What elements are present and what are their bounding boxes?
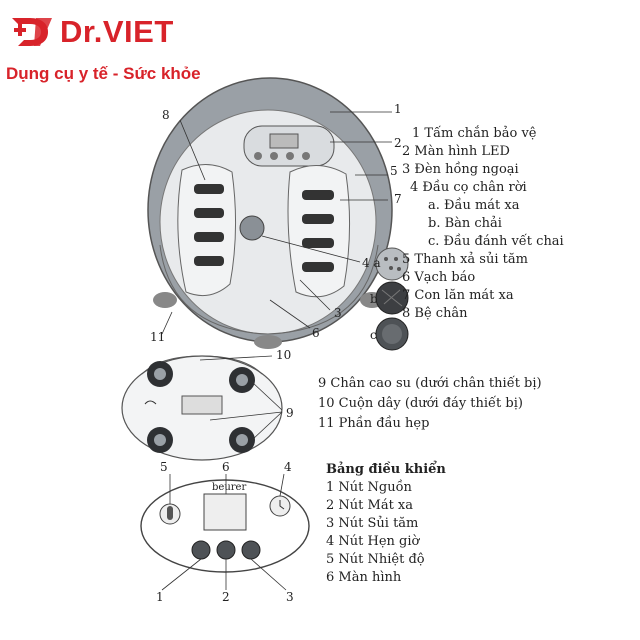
callout-4a: 4 a: [362, 256, 381, 270]
label-rubber-feet: 9 Chân cao su (dưới chân thiết bị): [318, 376, 542, 391]
drviet-logo-icon: [12, 18, 52, 46]
label-cord-wrap: 10 Cuộn dây (dưới đáy thiết bị): [318, 396, 523, 411]
callout-c: c: [370, 328, 377, 342]
control-panel-drawing: [140, 473, 310, 591]
callout-1: 1: [394, 102, 402, 116]
panel-callout-2: 2: [222, 590, 230, 604]
panel-callout-5: 5: [160, 460, 168, 474]
label-infrared-light: 3 Đèn hồng ngoại: [402, 162, 519, 177]
label-detachable-heads: 4 Đầu cọ chân rời: [410, 180, 527, 195]
label-narrow-end: 11 Phần đầu hẹp: [318, 416, 430, 431]
label-led-screen: 2 Màn hình LED: [402, 144, 510, 159]
foot-spa-top-view: [147, 77, 393, 349]
panel-brand-text: beurer: [212, 482, 247, 493]
foot-spa-bottom-view: [121, 355, 283, 461]
panel-callout-6: 6: [222, 460, 230, 474]
label-brush: b. Bàn chải: [428, 216, 502, 231]
panel-callout-1: 1: [156, 590, 164, 604]
label-temperature-button: 5 Nút Nhiệt độ: [326, 552, 425, 567]
label-power-button: 1 Nút Nguồn: [326, 480, 412, 495]
label-fill-line: 6 Vạch báo: [402, 270, 476, 285]
callout-10: 10: [276, 348, 292, 362]
callout-2: 2: [394, 136, 402, 150]
callout-5: 5: [390, 164, 398, 178]
label-protective-shield: 1 Tấm chắn bảo vệ: [412, 126, 537, 141]
label-massage-button: 2 Nút Mát xa: [326, 498, 414, 513]
callout-9: 9: [286, 406, 294, 420]
brand-header: Dr.VIET: [10, 14, 174, 50]
label-display: 6 Màn hình: [326, 570, 402, 585]
panel-callout-3: 3: [286, 590, 294, 604]
label-callus-head: c. Đầu đánh vết chai: [428, 234, 564, 249]
label-bubble-bar: 5 Thanh xả sủi tăm: [402, 252, 528, 267]
brand-tagline: Dụng cụ y tế - Sức khỏe: [6, 64, 201, 83]
callout-3b: 3: [334, 306, 342, 320]
callout-6: 6: [312, 326, 320, 340]
accessory-heads: [375, 247, 409, 351]
top-leader-lines: [161, 111, 392, 335]
callout-b: b: [370, 292, 378, 306]
callout-11: 11: [150, 330, 166, 344]
label-foot-rest: 8 Bệ chân: [402, 306, 468, 321]
label-timer-button: 4 Nút Hẹn giờ: [326, 534, 420, 549]
label-bubble-button: 3 Nút Sủi tăm: [326, 516, 419, 531]
label-massage-rollers: 7 Con lăn mát xa: [402, 288, 514, 303]
brand-name: Dr.VIET: [60, 14, 174, 49]
panel-callout-4: 4: [284, 460, 292, 474]
callout-8: 8: [162, 108, 170, 122]
label-massage-head: a. Đầu mát xa: [428, 198, 520, 213]
control-panel-title: Bảng điều khiển: [326, 462, 446, 477]
callout-7: 7: [394, 192, 402, 206]
